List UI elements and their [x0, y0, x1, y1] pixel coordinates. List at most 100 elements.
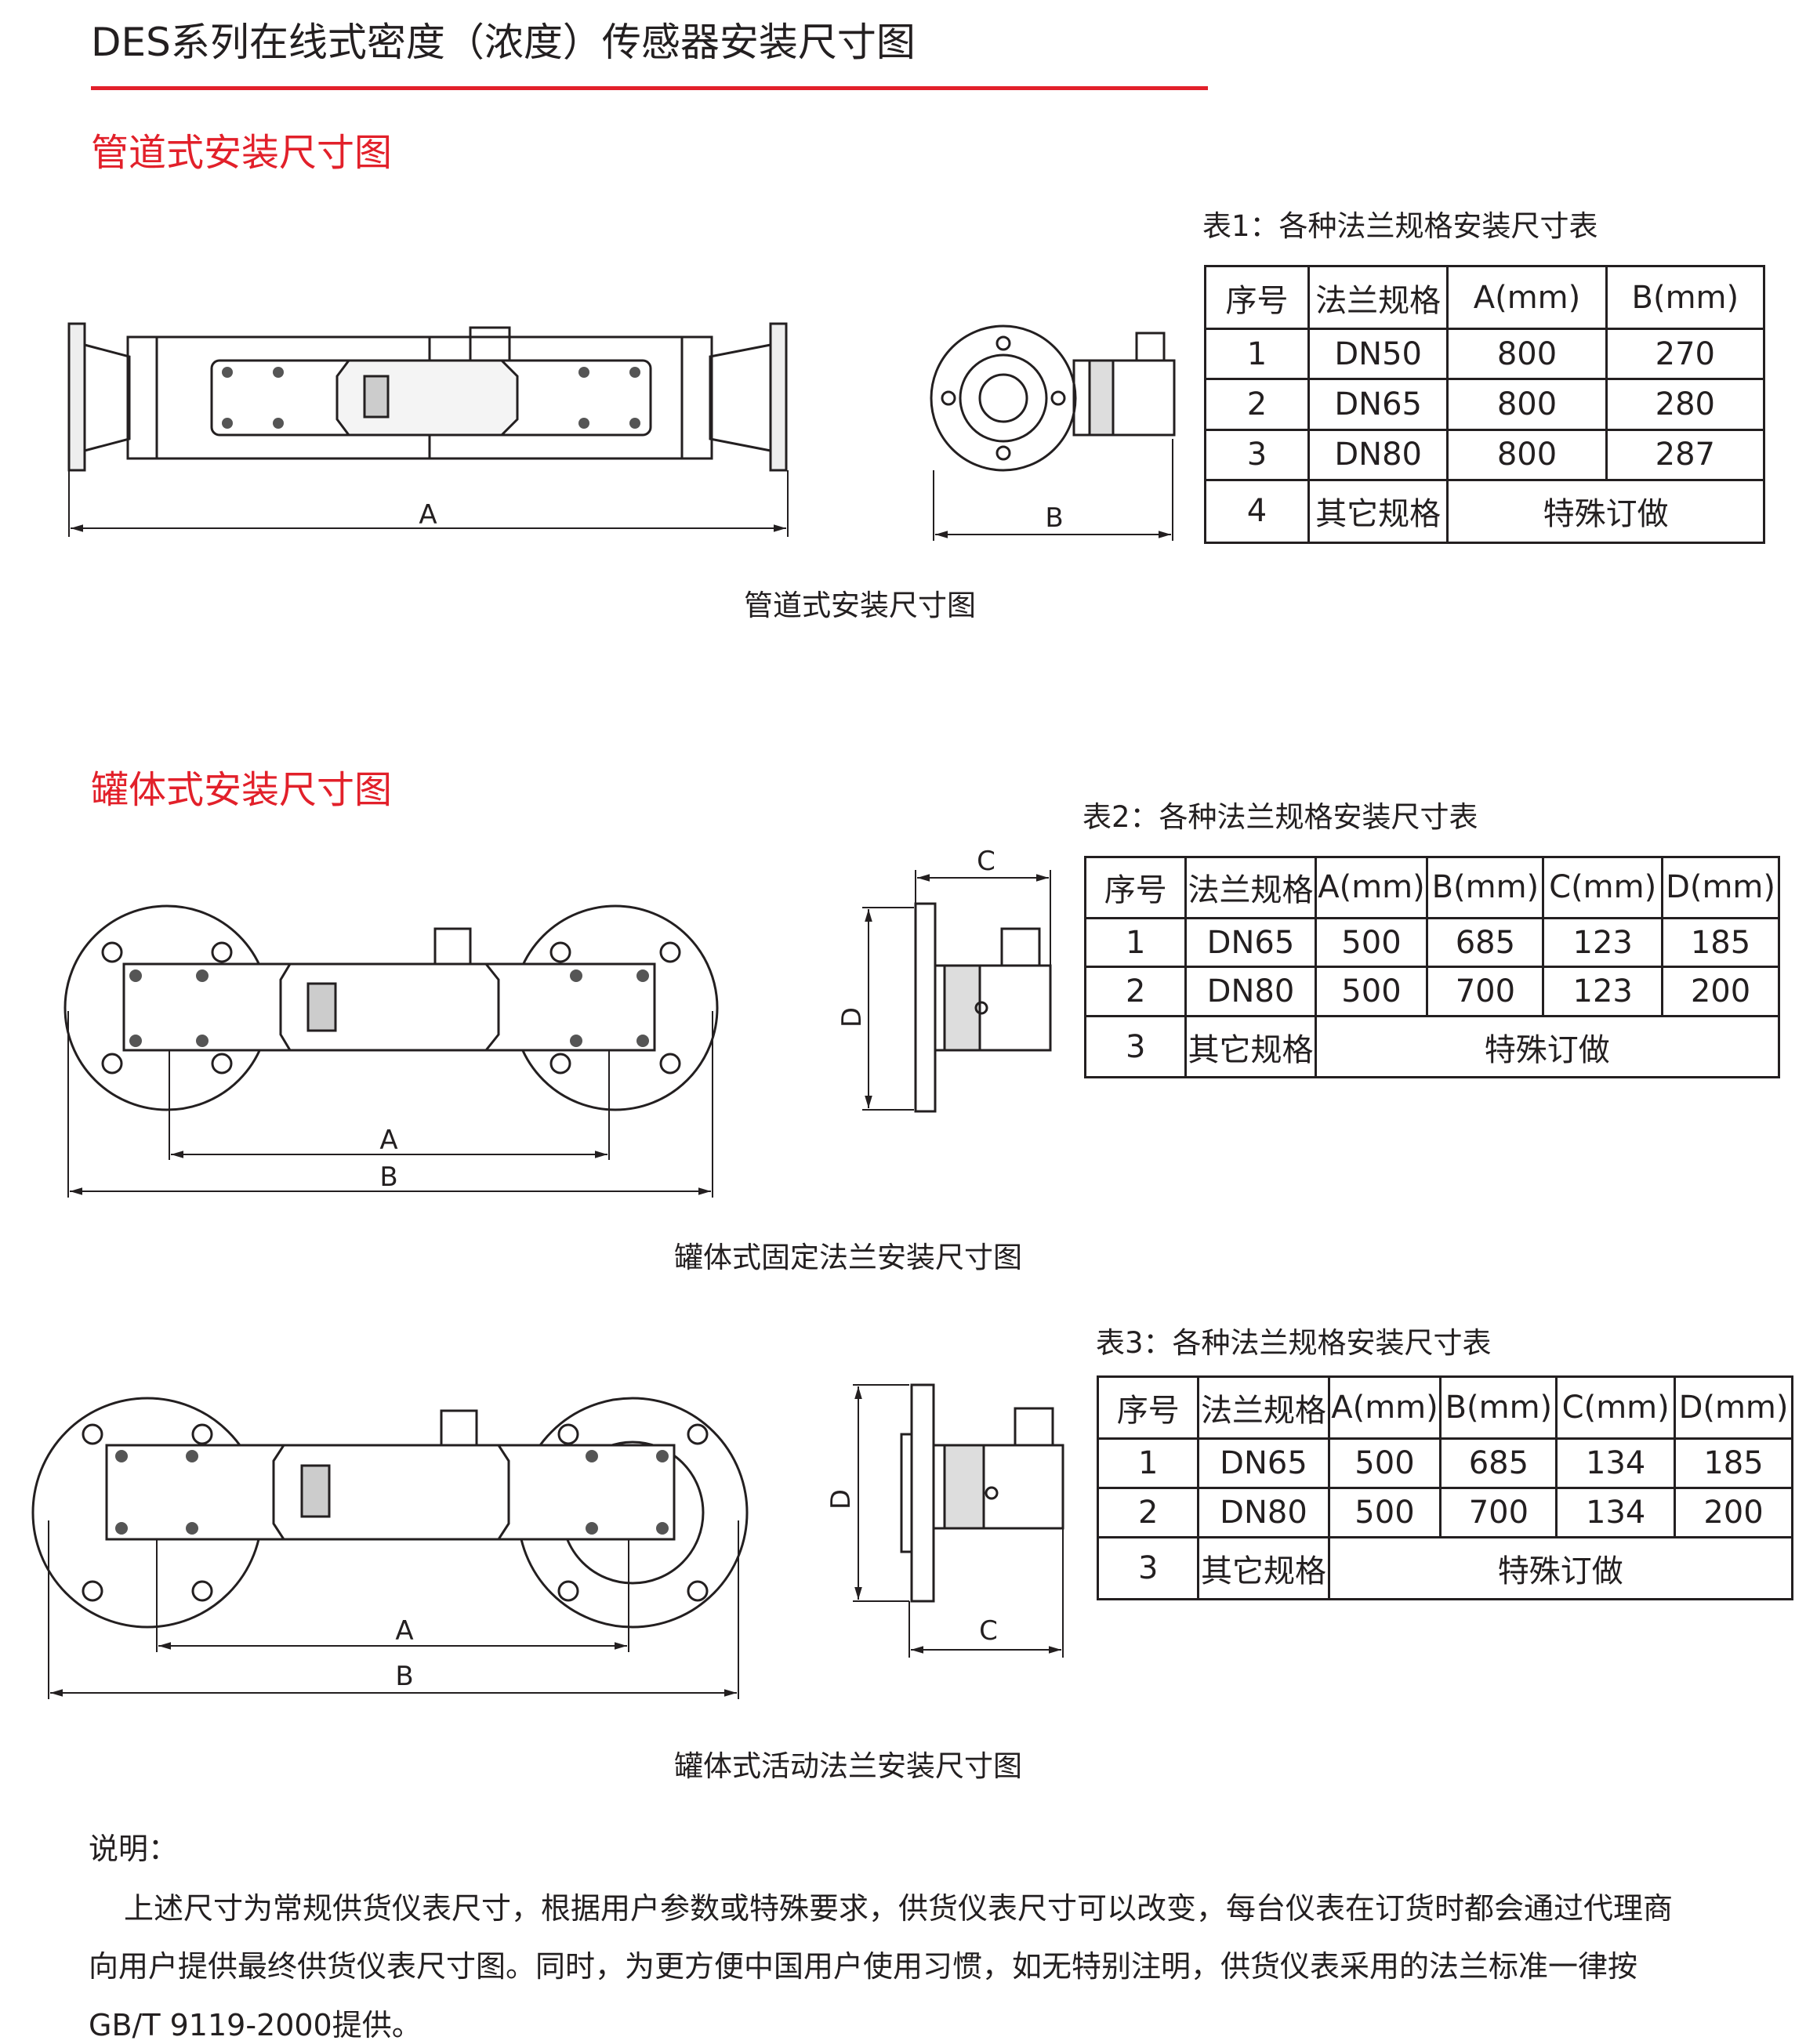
section-title-pipe: 管道式安装尺寸图: [91, 131, 393, 175]
dim-label-a-movable: A: [395, 1615, 413, 1647]
table-cell: 134: [1555, 1486, 1677, 1539]
dim-label-c-movable: C: [979, 1615, 998, 1647]
table-cell: 123: [1542, 966, 1664, 1018]
table-cell: 其它规格: [1197, 1536, 1330, 1600]
table-cell: 序号: [1083, 856, 1188, 919]
table-cell: 法兰规格: [1197, 1375, 1330, 1440]
table-cell: 1: [1083, 916, 1188, 969]
table-cell: 1: [1203, 328, 1311, 381]
table-cell: DN65: [1307, 378, 1449, 431]
table-cell: D(mm): [1674, 1375, 1793, 1440]
table-cell: 685: [1426, 916, 1545, 969]
notes-line-2: 向用户提供最终供货仪表尺寸图。同时，为更方便中国用户使用习惯，如无特别注明，供货…: [89, 1949, 1638, 1984]
table-cell: 法兰规格: [1307, 264, 1449, 331]
pipe-side-view-drawing: [67, 322, 789, 537]
table-cell: 800: [1446, 378, 1608, 431]
table-cell: 685: [1439, 1437, 1558, 1489]
table-cell: 3: [1203, 428, 1311, 481]
dim-label-b-fixed: B: [379, 1162, 397, 1193]
table-cell: 2: [1203, 378, 1311, 431]
table-cell: 270: [1605, 328, 1766, 381]
dim-label-a-fixed: A: [379, 1125, 397, 1156]
dim-label-d-fixed: D: [836, 1007, 868, 1027]
table-cell: 800: [1446, 428, 1608, 481]
table-cell: 200: [1674, 1486, 1793, 1539]
table-cell: DN80: [1307, 428, 1449, 481]
table-cell: B(mm): [1426, 856, 1545, 919]
table-cell: A(mm): [1327, 1375, 1442, 1440]
tank-movable-side-view-drawing: [853, 1383, 1064, 1658]
table-cell: DN80: [1197, 1486, 1330, 1539]
table-cell: 序号: [1096, 1375, 1200, 1440]
table-cell: D(mm): [1661, 856, 1780, 919]
table-cell: 500: [1327, 1437, 1442, 1489]
table-cell: DN80: [1184, 966, 1317, 1018]
table-cell: 其它规格: [1184, 1015, 1317, 1078]
table-cell: 特殊订做: [1314, 1015, 1781, 1078]
table2-caption: 表2：各种法兰规格安装尺寸表: [1083, 800, 1478, 834]
table-cell: 200: [1661, 966, 1780, 1018]
table-cell: C(mm): [1555, 1375, 1677, 1440]
page-title: DES系列在线式密度（浓度）传感器安装尺寸图: [91, 20, 916, 65]
tank-movable-top-view-drawing: [31, 1397, 749, 1699]
figure-caption-pipe: 管道式安装尺寸图: [744, 589, 976, 622]
table-cell: 134: [1555, 1437, 1677, 1489]
title-divider: [91, 86, 1208, 90]
tank-fixed-side-view-drawing: [862, 870, 1052, 1113]
table-cell: DN65: [1197, 1437, 1330, 1489]
table-cell: A(mm): [1314, 856, 1429, 919]
notes-label: 说明：: [89, 1832, 179, 1866]
dim-label-d-movable: D: [825, 1489, 857, 1509]
table-cell: 500: [1314, 966, 1429, 1018]
table-cell: DN65: [1184, 916, 1317, 969]
table-cell: C(mm): [1542, 856, 1664, 919]
table-cell: 3: [1083, 1015, 1188, 1078]
table-cell: 特殊订做: [1327, 1536, 1794, 1600]
figure-caption-tank-fixed: 罐体式固定法兰安装尺寸图: [674, 1241, 1022, 1274]
table-cell: B(mm): [1439, 1375, 1558, 1440]
dim-label-c-fixed: C: [977, 846, 995, 877]
table-cell: 185: [1661, 916, 1780, 969]
figure-caption-tank-movable: 罐体式活动法兰安装尺寸图: [674, 1749, 1022, 1783]
table-cell: 1: [1096, 1437, 1200, 1489]
table1-caption: 表1：各种法兰规格安装尺寸表: [1202, 209, 1598, 243]
table-cell: 700: [1426, 966, 1545, 1018]
section-title-tank: 罐体式安装尺寸图: [91, 768, 393, 812]
tank-fixed-top-view-drawing: [63, 904, 719, 1198]
table-cell: B(mm): [1605, 264, 1766, 331]
table-cell: 序号: [1203, 264, 1311, 331]
table-cell: 123: [1542, 916, 1664, 969]
dim-label-b-movable: B: [395, 1661, 413, 1692]
table-cell: 2: [1096, 1486, 1200, 1539]
table-cell: 4: [1203, 478, 1311, 545]
table-cell: 2: [1083, 966, 1188, 1018]
table-cell: 500: [1314, 916, 1429, 969]
table-cell: 280: [1605, 378, 1766, 431]
notes-line-1: 上述尺寸为常规供货仪表尺寸，根据用户参数或特殊要求，供货仪表尺寸可以改变，每台仪…: [124, 1891, 1674, 1926]
table-cell: 700: [1439, 1486, 1558, 1539]
table-cell: 特殊订做: [1446, 478, 1765, 545]
table-cell: A(mm): [1446, 264, 1608, 331]
table-cell: 185: [1674, 1437, 1793, 1489]
table-cell: DN50: [1307, 328, 1449, 381]
table3-caption: 表3：各种法兰规格安装尺寸表: [1096, 1326, 1492, 1360]
pipe-end-view-drawing: [930, 324, 1176, 541]
table-cell: 法兰规格: [1184, 856, 1317, 919]
table-cell: 800: [1446, 328, 1608, 381]
